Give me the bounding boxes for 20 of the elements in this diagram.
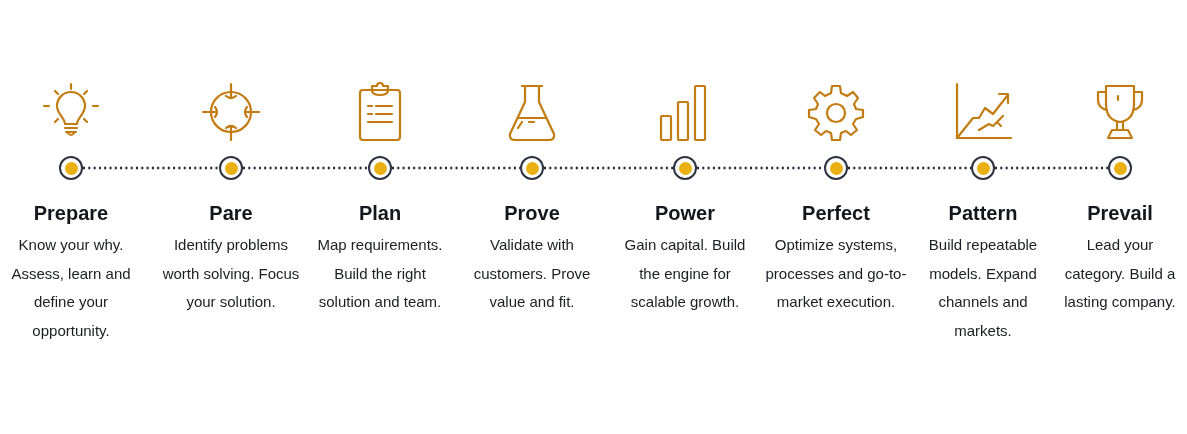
step-description: Validate with customers. Prove value and fit. xyxy=(472,235,592,312)
step-title: Pattern xyxy=(948,201,1018,226)
step-description: Identify problems worth solving. Focus your solution. xyxy=(161,235,301,312)
step-title: Pare xyxy=(209,201,253,226)
dotted-connector xyxy=(83,166,219,170)
step-title: Prove xyxy=(504,201,560,226)
dotted-connector xyxy=(995,166,1108,170)
step-description: Optimize systems, processes and go-to-market execution. xyxy=(764,235,908,312)
step-title: Prevail xyxy=(1087,201,1153,226)
dotted-connector xyxy=(243,166,368,170)
step-title: Perfect xyxy=(802,201,870,226)
dotted-connector xyxy=(697,166,824,170)
step-title: Prepare xyxy=(33,201,109,226)
step-title: Power xyxy=(655,201,715,226)
step-description: Lead your category. Build a lasting company. xyxy=(1063,235,1177,312)
step-description: Gain capital. Build the engine for scalable growth. xyxy=(623,235,747,312)
step-description: Know your why. Assess, learn and define your opportunity. xyxy=(10,235,132,341)
step-description: Build repeatable models. Expand channels and markets. xyxy=(927,235,1039,341)
step-description: Map requirements. Build the right solution and team. xyxy=(316,235,444,312)
step-title: Plan xyxy=(358,201,402,226)
